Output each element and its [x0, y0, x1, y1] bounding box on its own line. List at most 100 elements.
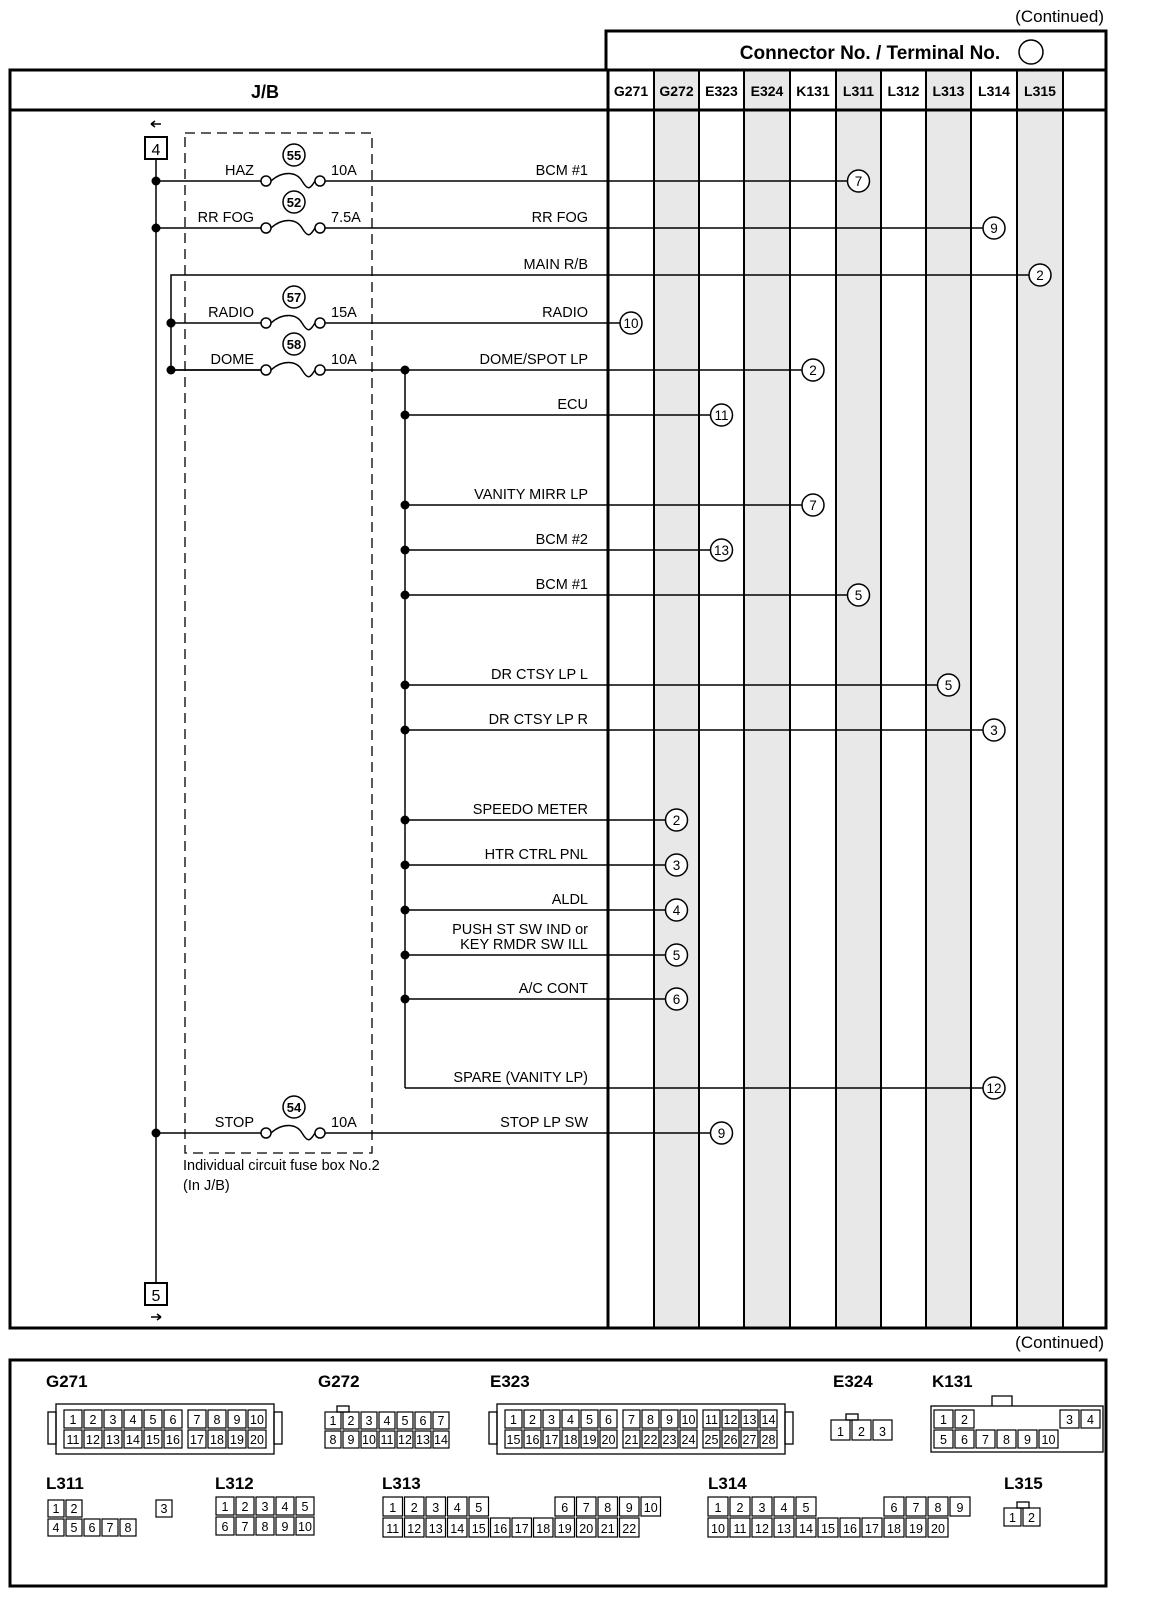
- legend-terminal-cell: [255, 1496, 275, 1516]
- terminal-circle-g272-3: [664, 853, 689, 877]
- legend-terminal-number-k131-2: 2: [961, 1413, 968, 1427]
- legend-terminal-cell: [599, 1409, 618, 1429]
- legend-terminal-cell: [561, 1429, 580, 1449]
- terminal-number-k131-2: 2: [809, 363, 817, 378]
- continued-bottom-label: (Continued): [1015, 1333, 1104, 1352]
- legend-terminal-number-e323-17: 17: [545, 1433, 559, 1447]
- terminal-circle-g272-6: [664, 987, 689, 1011]
- circuit-label-g272-6: A/C CONT: [519, 981, 588, 997]
- legend-terminal-number-l314-10: 10: [711, 1522, 725, 1536]
- legend-terminal-number-e323-15: 15: [507, 1433, 521, 1447]
- fuse-box-sublabel: (In J/B): [183, 1178, 230, 1194]
- legend-terminal-number-e323-4: 4: [567, 1413, 574, 1427]
- legend-terminal-cell: [468, 1496, 490, 1517]
- connector-name-l313: L313: [933, 83, 965, 99]
- legend-terminal-number-g271-20: 20: [250, 1433, 264, 1447]
- circuit-label-g271-10: RADIO: [542, 305, 588, 321]
- legend-terminal-number-g271-14: 14: [126, 1433, 140, 1447]
- legend-terminal-number-e323-21: 21: [625, 1433, 639, 1447]
- circuit-label-e323-9: STOP LP SW: [500, 1115, 588, 1131]
- legend-terminal-number-e323-12: 12: [724, 1413, 738, 1427]
- legend-terminal-cell: [927, 1517, 949, 1538]
- legend-terminal-number-l314-12: 12: [755, 1522, 769, 1536]
- legend-terminal-cell: [403, 1517, 425, 1538]
- legend-terminal-cell: [396, 1430, 414, 1449]
- splice-dot: [400, 950, 410, 960]
- legend-terminal-number-e323-16: 16: [526, 1433, 540, 1447]
- fuse-terminal-icon: [314, 364, 326, 376]
- legend-terminal-number-e323-20: 20: [602, 1433, 616, 1447]
- terminal-circle-k131-7: [801, 493, 825, 517]
- legend-terminal-number-l311-4: 4: [53, 1521, 60, 1535]
- splice-dot: [400, 500, 410, 510]
- legend-terminal-number-l313-1: 1: [389, 1501, 396, 1515]
- legend-terminal-number-g272-6: 6: [420, 1414, 427, 1428]
- terminal-circle-l313-5: [936, 673, 961, 697]
- legend-terminal-number-l312-3: 3: [262, 1500, 269, 1514]
- legend-terminal-cell: [432, 1430, 450, 1449]
- legend-terminal-cell: [523, 1409, 542, 1429]
- terminal-number-g272-6: 6: [673, 992, 681, 1007]
- legend-terminal-cell: [532, 1517, 554, 1538]
- legend-terminal-number-g271-12: 12: [86, 1433, 100, 1447]
- legend-terminal-number-l314-6: 6: [891, 1501, 898, 1515]
- legend-terminal-number-l313-21: 21: [601, 1522, 615, 1536]
- legend-terminal-cell: [414, 1430, 432, 1449]
- legend-terminal-number-l312-8: 8: [262, 1520, 269, 1534]
- legend-terminal-cell: [773, 1517, 795, 1538]
- legend-terminal-cell: [123, 1409, 143, 1429]
- legend-connector-latch: [488, 1411, 498, 1445]
- fuse-terminal-icon: [260, 175, 272, 187]
- fuse-number-circle: [282, 332, 306, 356]
- terminal-circle-g271-10: [619, 311, 643, 335]
- legend-terminal-number-e323-26: 26: [724, 1433, 738, 1447]
- legend-terminal-number-e323-3: 3: [548, 1413, 555, 1427]
- legend-terminal-cell: [360, 1411, 378, 1430]
- legend-terminal-cell: [255, 1516, 275, 1536]
- legend-connector-name-l311: L311: [46, 1474, 84, 1493]
- legend-terminal-cell: [275, 1496, 295, 1516]
- legend-terminal-cell: [504, 1429, 523, 1449]
- legend-terminal-cell: [155, 1499, 173, 1518]
- splice-dot: [400, 860, 410, 870]
- legend-terminal-number-g271-15: 15: [146, 1433, 160, 1447]
- legend-terminal-cell: [622, 1409, 641, 1429]
- fuse-box-label: Individual circuit fuse box No.2: [183, 1158, 380, 1174]
- terminal-legend-circle: [1018, 39, 1044, 65]
- connector-name-l314: L314: [978, 83, 1010, 99]
- splice-dot: [400, 905, 410, 915]
- legend-terminal-number-g271-11: 11: [67, 1433, 80, 1447]
- legend-terminal-number-g271-18: 18: [210, 1433, 224, 1447]
- splice-dot: [400, 680, 410, 690]
- legend-terminal-cell: [554, 1496, 576, 1517]
- legend-terminal-cell: [872, 1419, 893, 1441]
- continued-top-label: (Continued): [1015, 7, 1104, 26]
- connector-name-l312: L312: [888, 83, 920, 99]
- terminal-circle-g272-4: [664, 898, 689, 922]
- fuse-terminal-icon: [260, 1127, 272, 1139]
- legend-terminal-cell: [679, 1409, 698, 1429]
- legend-terminal-cell: [215, 1496, 235, 1516]
- legend-terminal-cell: [275, 1516, 295, 1536]
- terminal-number-l315-2: 2: [1036, 268, 1044, 283]
- legend-terminal-number-l313-16: 16: [493, 1522, 507, 1536]
- legend-terminal-number-g271-10: 10: [250, 1413, 264, 1427]
- legend-terminal-cell: [721, 1429, 740, 1449]
- terminal-circle-e323-9: [709, 1121, 734, 1145]
- legend-terminal-cell: [795, 1517, 817, 1538]
- legend-terminal-number-g272-11: 11: [381, 1433, 394, 1447]
- legend-terminal-cell: [554, 1517, 576, 1538]
- legend-terminal-number-g272-2: 2: [348, 1414, 355, 1428]
- legend-terminal-number-g271-5: 5: [150, 1413, 157, 1427]
- terminal-circle-g272-2: [664, 808, 689, 832]
- legend-terminal-number-l313-7: 7: [583, 1501, 590, 1515]
- legend-terminal-number-g271-6: 6: [170, 1413, 177, 1427]
- splice-dot: [400, 590, 410, 600]
- legend-connector-name-l315: L315: [1004, 1474, 1043, 1493]
- legend-terminal-number-l313-4: 4: [454, 1501, 461, 1515]
- legend-terminal-cell: [83, 1409, 103, 1429]
- legend-terminal-cell: [679, 1429, 698, 1449]
- legend-terminal-number-l312-5: 5: [302, 1500, 309, 1514]
